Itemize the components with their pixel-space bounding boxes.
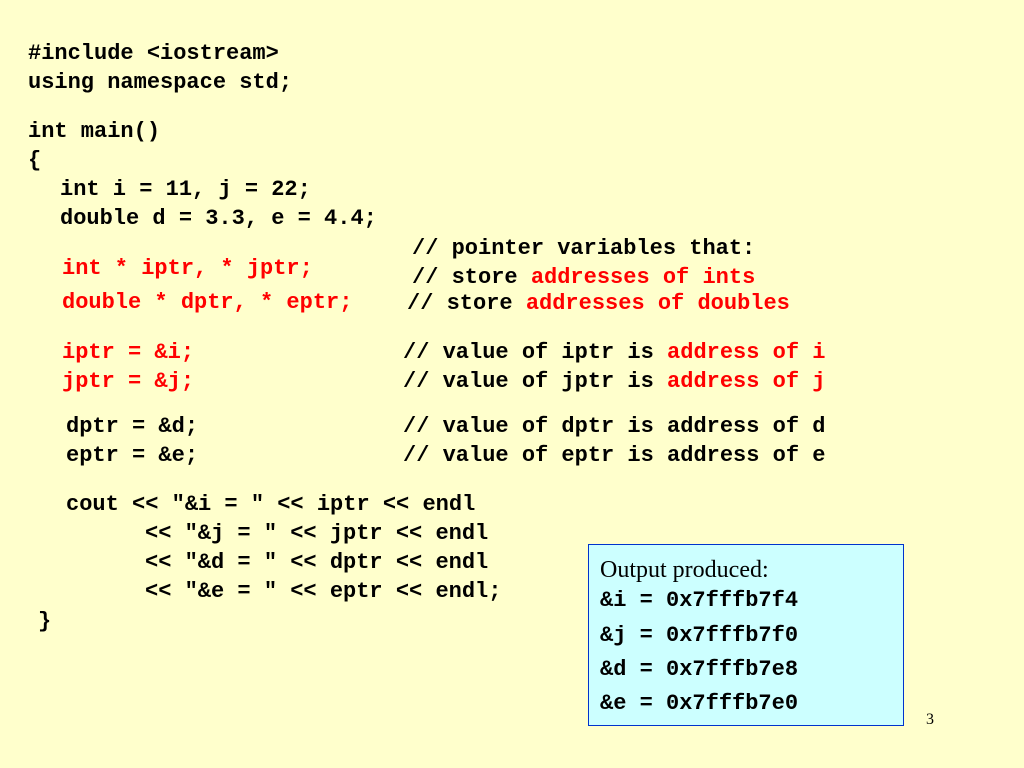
comment-dptr: // value of dptr is address of d [403, 414, 826, 439]
output-title: Output produced: [600, 557, 769, 583]
comment-store-ints: // store addresses of ints [412, 267, 755, 289]
output-panel: Output produced: &i = 0x7fffb7f4 &j = 0x… [588, 544, 904, 726]
comment-store-prefix: // store [407, 291, 526, 316]
code-line-eptr-assign: eptr = &e; [66, 443, 199, 468]
code-line-cout-4: << "&e = " << eptr << endl; [145, 579, 502, 604]
comment-jptr-highlight: address of j [667, 369, 826, 394]
comment-jptr: // value of jptr is address of j [403, 371, 825, 393]
code-line-close-brace: } [38, 609, 52, 634]
code-line-iptr-assign: iptr = &i; [62, 340, 195, 365]
comment-iptr-prefix: // value of iptr is [403, 340, 668, 365]
output-line: &j = 0x7fffb7f0 [600, 623, 799, 648]
comment-store-ints-highlight: addresses of ints [530, 265, 756, 290]
page-number: 3 [926, 711, 934, 728]
code-line-main: int main() [28, 119, 161, 144]
output-line: &d = 0x7fffb7e8 [600, 657, 799, 682]
code-line-double-decl: double d = 3.3, e = 4.4; [60, 206, 377, 231]
code-line-cout-2: << "&j = " << jptr << endl [145, 521, 489, 546]
code-line-int-ptr-decl: int * iptr, * jptr; [62, 256, 313, 281]
comment-store-doubles-highlight: addresses of doubles [525, 291, 790, 316]
comment-iptr-highlight: address of i [667, 340, 826, 365]
code-line-cout-1: cout << "&i = " << iptr << endl [66, 492, 476, 517]
comment-pointer-vars: // pointer variables that: [412, 236, 756, 261]
code-line-include: #include <iostream> [28, 41, 279, 66]
code-line-cout-3: << "&d = " << dptr << endl [145, 550, 489, 575]
code-line-int-decl: int i = 11, j = 22; [60, 177, 311, 202]
code-line-open-brace: { [28, 148, 42, 173]
code-line-using: using namespace std; [28, 70, 293, 95]
code-line-jptr-assign: jptr = &j; [62, 369, 195, 394]
output-line: &e = 0x7fffb7e0 [600, 691, 799, 716]
comment-store-doubles: // store addresses of doubles [407, 293, 790, 315]
code-line-dptr-assign: dptr = &d; [66, 414, 199, 439]
comment-store-prefix: // store [412, 265, 531, 290]
code-line-double-ptr-decl: double * dptr, * eptr; [62, 290, 353, 315]
output-line: &i = 0x7fffb7f4 [600, 588, 799, 613]
comment-eptr: // value of eptr is address of e [403, 443, 826, 468]
comment-jptr-prefix: // value of jptr is [403, 369, 668, 394]
comment-iptr: // value of iptr is address of i [403, 342, 825, 364]
